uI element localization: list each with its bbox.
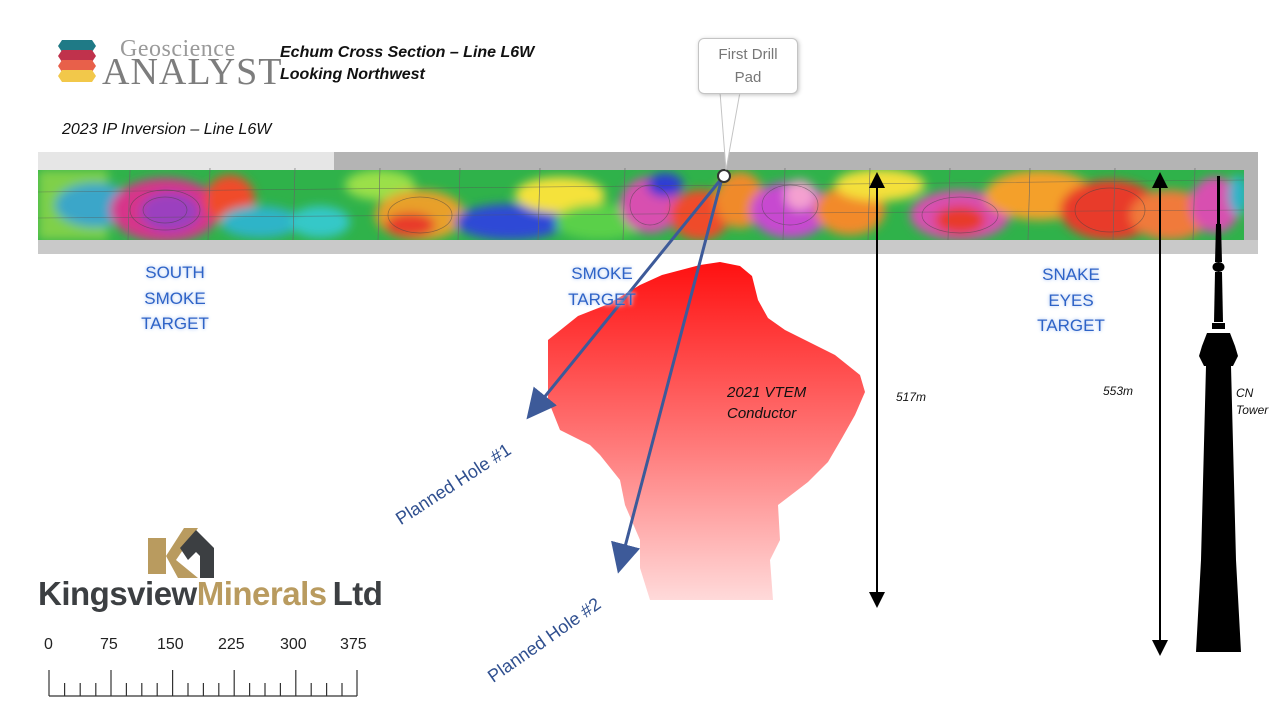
tower-line-1: CN xyxy=(1236,386,1254,400)
callout-pointer xyxy=(719,92,741,171)
page-title: Echum Cross Section – Line L6W Looking N… xyxy=(280,42,534,86)
cn-tower-icon xyxy=(1196,176,1241,652)
callout-line-2: Pad xyxy=(734,69,762,86)
vtem-conductor-shape xyxy=(548,262,865,600)
target-line: SOUTH xyxy=(145,263,205,282)
company-name-part-2: Minerals xyxy=(196,575,327,612)
tower-line-2: Tower xyxy=(1236,403,1269,417)
logo-text-analyst: ANALYST xyxy=(102,51,283,93)
target-line: EYES xyxy=(1048,290,1094,310)
smoke-target-label: SMOKE TARGET xyxy=(552,261,652,312)
scale-tick-label: 75 xyxy=(100,636,118,653)
target-line: TARGET xyxy=(141,314,209,333)
depth-label-553: 553m xyxy=(1103,384,1134,398)
title-line-1: Echum Cross Section – Line L6W xyxy=(280,44,535,61)
scale-tick-label: 375 xyxy=(340,636,367,653)
planned-hole-1-arrow xyxy=(526,177,724,420)
logo-text-geoscience: Geoscience xyxy=(120,36,236,62)
callout-line-1: First Drill xyxy=(718,46,778,63)
scale-bar xyxy=(48,670,358,697)
kingsview-logo-icon xyxy=(148,528,214,578)
company-name-part-3: Ltd xyxy=(332,575,383,612)
cn-tower-label: CN Tower xyxy=(1236,385,1268,419)
conductor-line-2: Conductor xyxy=(727,405,797,422)
scale-tick-label: 0 xyxy=(44,636,53,653)
first-drill-pad-callout: First Drill Pad xyxy=(698,38,798,94)
target-line: SNAKE xyxy=(1042,265,1100,284)
company-name-part-1: Kingsview xyxy=(38,575,197,612)
target-line: SMOKE xyxy=(571,264,633,283)
scale-tick-label: 150 xyxy=(157,636,184,653)
planned-hole-2-arrow xyxy=(611,177,724,574)
conductor-line-1: 2021 VTEM xyxy=(727,384,807,401)
snake-eyes-target-label: SNAKE EYES TARGET xyxy=(1021,262,1121,339)
vtem-conductor-label: 2021 VTEM Conductor xyxy=(727,382,806,424)
target-line: TARGET xyxy=(568,289,636,309)
target-line: SMOKE xyxy=(144,288,206,308)
title-line-2: Looking Northwest xyxy=(280,66,425,83)
scale-tick-label: 225 xyxy=(218,636,245,653)
scale-tick-label: 300 xyxy=(280,636,307,653)
geoscience-analyst-logo-icon xyxy=(58,40,96,82)
target-line: TARGET xyxy=(1037,316,1105,335)
south-smoke-target-label: SOUTH SMOKE TARGET xyxy=(125,260,225,337)
section-subtitle: 2023 IP Inversion – Line L6W xyxy=(62,121,272,138)
drill-pad-marker xyxy=(717,169,731,183)
ip-inversion-band xyxy=(38,170,1244,240)
depth-label-517: 517m xyxy=(896,390,927,404)
